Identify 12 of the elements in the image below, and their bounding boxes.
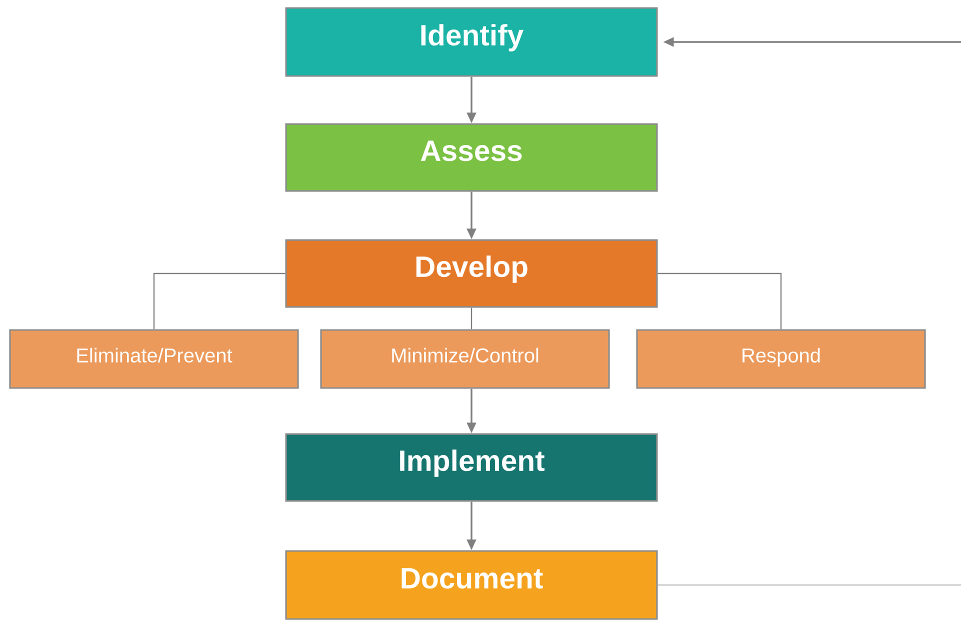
option-box: Minimize/Control bbox=[320, 329, 610, 389]
option-box: Respond bbox=[636, 329, 926, 389]
step-box: Document bbox=[285, 550, 658, 620]
step-box: Identify bbox=[285, 7, 658, 77]
connector-line bbox=[470, 308, 472, 330]
step-box: Implement bbox=[285, 433, 658, 502]
connector-line bbox=[658, 272, 782, 330]
step-box: Assess bbox=[285, 123, 658, 192]
connector-line bbox=[153, 272, 286, 330]
step-box: Develop bbox=[285, 239, 658, 308]
option-box: Eliminate/Prevent bbox=[9, 329, 299, 389]
connector-line bbox=[658, 584, 961, 586]
